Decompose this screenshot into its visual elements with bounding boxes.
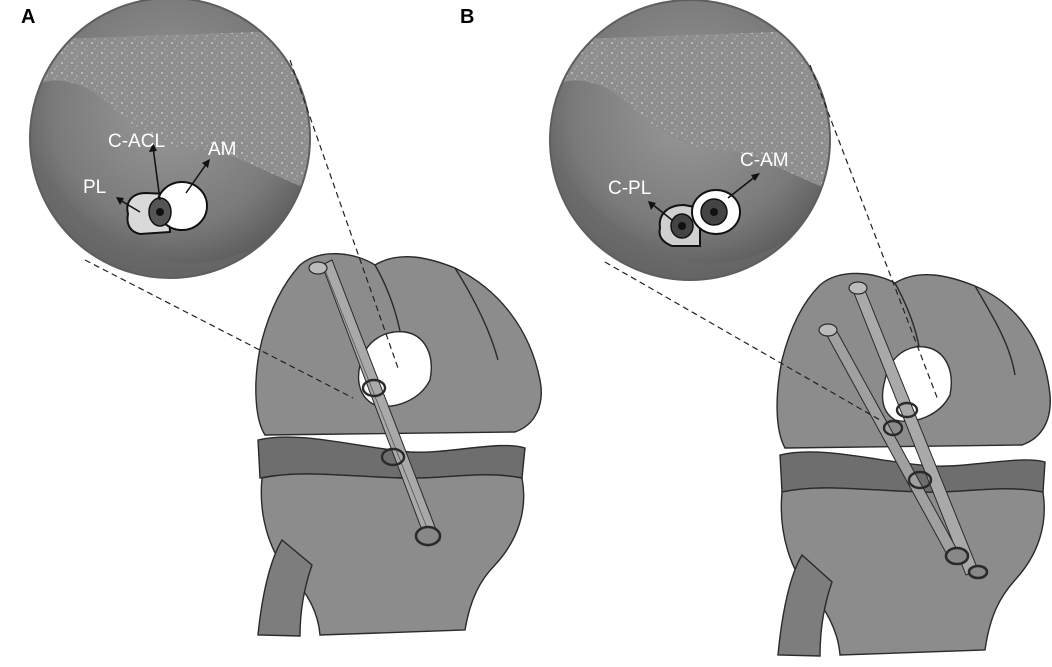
knee-diagram-b bbox=[777, 273, 1050, 656]
arthroscopic-view-a: C-ACL AM PL bbox=[30, 0, 310, 290]
endobutton-a bbox=[309, 262, 327, 274]
label-am: AM bbox=[208, 139, 237, 160]
knee-diagram-a bbox=[256, 254, 541, 636]
label-pl: PL bbox=[83, 177, 106, 198]
label-c-acl: C-ACL bbox=[108, 131, 165, 152]
panel-b: C-PL C-AM bbox=[550, 0, 1050, 656]
screw-a bbox=[416, 527, 440, 545]
screw-b-2 bbox=[969, 566, 987, 578]
panel-a: C-ACL AM PL bbox=[30, 0, 541, 636]
label-c-pl: C-PL bbox=[608, 178, 651, 199]
screw-b-1 bbox=[946, 548, 968, 564]
label-c-am: C-AM bbox=[740, 150, 789, 171]
arthroscopic-view-b: C-PL C-AM bbox=[550, 0, 830, 290]
